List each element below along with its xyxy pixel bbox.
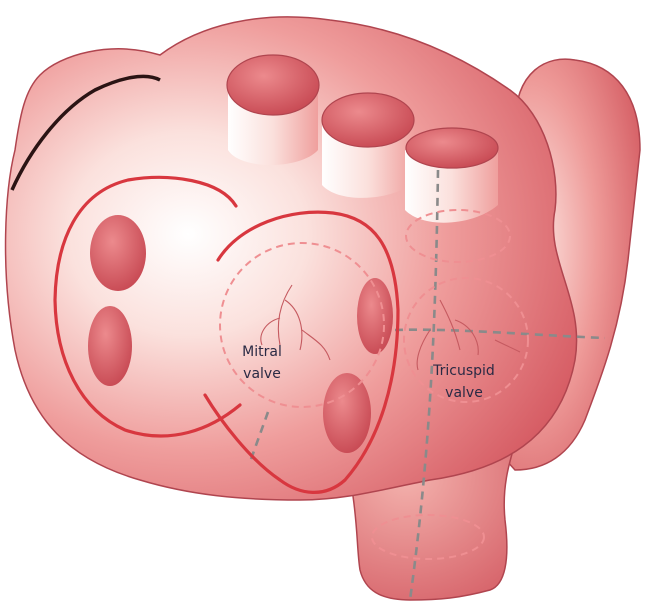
vein-opening-4 xyxy=(323,373,371,453)
tricuspid-valve-label-line2: valve xyxy=(445,385,483,401)
vein-opening-2 xyxy=(88,306,132,386)
vessel-tube-1 xyxy=(227,55,319,165)
vessel-tube-3 xyxy=(405,128,498,223)
vein-opening-1 xyxy=(90,215,146,291)
tricuspid-valve-label-line1: Tricuspid xyxy=(432,363,495,379)
mitral-valve-label-line2: valve xyxy=(243,366,281,382)
vein-opening-3 xyxy=(357,278,393,354)
mitral-valve-label-line1: Mitral xyxy=(242,344,282,360)
vessel-tube-2 xyxy=(322,93,414,198)
